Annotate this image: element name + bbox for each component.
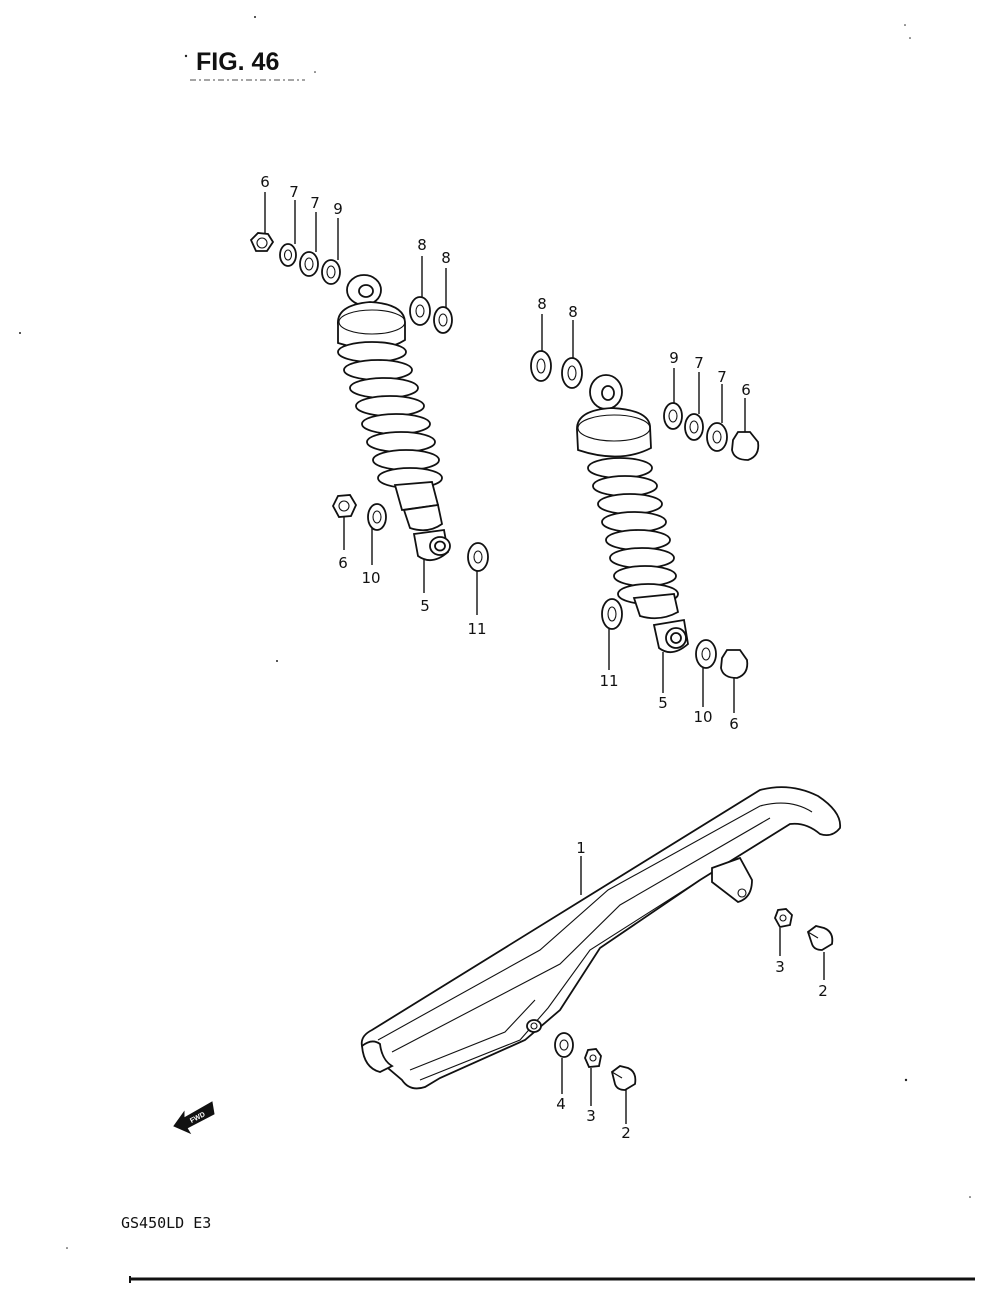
washer-icon <box>663 402 683 430</box>
callout-number: 7 <box>694 354 704 372</box>
washer-icon <box>530 350 552 382</box>
hex-nut-icon <box>584 1048 602 1068</box>
washer-icon <box>409 296 431 326</box>
washer-icon <box>467 542 489 572</box>
chain-case-callouts: 1 3 2 4 3 2 <box>556 839 828 1142</box>
callout-number: 9 <box>333 200 343 218</box>
callout-number: 3 <box>775 958 785 976</box>
chain-case-hardware <box>554 908 834 1091</box>
callout-number: 2 <box>621 1124 631 1142</box>
callout-number: 5 <box>420 597 430 615</box>
callout-number: 7 <box>310 194 320 212</box>
washer-icon <box>279 243 297 267</box>
washer-icon <box>601 598 623 630</box>
left-shock-hardware <box>249 232 489 572</box>
left-shock-absorber <box>337 274 451 562</box>
callout-number: 4 <box>556 1095 566 1113</box>
callout-number: 8 <box>417 236 427 254</box>
callout-number: 10 <box>361 569 380 587</box>
callout-number: 1 <box>576 839 586 857</box>
callout-number: 6 <box>729 715 739 733</box>
scan-specks <box>19 16 971 1249</box>
left-leader-lines <box>264 192 478 615</box>
figure-title: FIG. 46 <box>196 48 279 76</box>
chain-case <box>360 786 841 1090</box>
hex-nut-icon <box>331 494 358 518</box>
bolt-icon <box>610 1065 637 1091</box>
fwd-arrow-icon: FWD <box>173 1101 215 1135</box>
callout-number: 6 <box>260 173 270 191</box>
callout-number: 7 <box>289 183 299 201</box>
callout-number: 6 <box>338 554 348 572</box>
callout-number: 2 <box>818 982 828 1000</box>
callout-number: 11 <box>599 672 618 690</box>
cap-nut-icon <box>731 431 760 461</box>
washer-icon <box>706 422 728 452</box>
bolt-icon <box>806 925 834 951</box>
callout-number: 11 <box>467 620 486 638</box>
washer-icon <box>433 306 453 334</box>
washer-icon <box>561 357 583 389</box>
washer-icon <box>684 413 704 441</box>
washer-icon <box>321 259 341 285</box>
hex-nut-icon <box>774 908 793 929</box>
cap-nut-icon <box>720 649 749 679</box>
washer-icon <box>554 1032 574 1058</box>
washer-icon <box>299 251 319 277</box>
washer-icon <box>367 503 387 531</box>
hex-nut-icon <box>249 232 275 252</box>
callout-number: 8 <box>568 303 578 321</box>
right-shock-hardware <box>530 350 760 679</box>
right-shock-callouts: 8 8 9 7 7 6 11 5 10 6 <box>537 295 751 733</box>
model-code: GS450LD E3 <box>121 1214 211 1232</box>
callout-number: 6 <box>741 381 751 399</box>
callout-number: 9 <box>669 349 679 367</box>
callout-number: 8 <box>537 295 547 313</box>
callout-number: 7 <box>717 368 727 386</box>
callout-number: 10 <box>693 708 712 726</box>
chain-case-leader-lines <box>561 856 825 1124</box>
right-leader-lines <box>541 314 746 713</box>
callout-number: 5 <box>658 694 668 712</box>
callout-number: 3 <box>586 1107 596 1125</box>
callout-number: 8 <box>441 249 451 267</box>
washer-icon <box>695 639 717 669</box>
left-shock-callouts: 6 7 7 9 8 8 6 10 5 11 <box>260 173 486 638</box>
right-shock-absorber <box>576 374 689 654</box>
